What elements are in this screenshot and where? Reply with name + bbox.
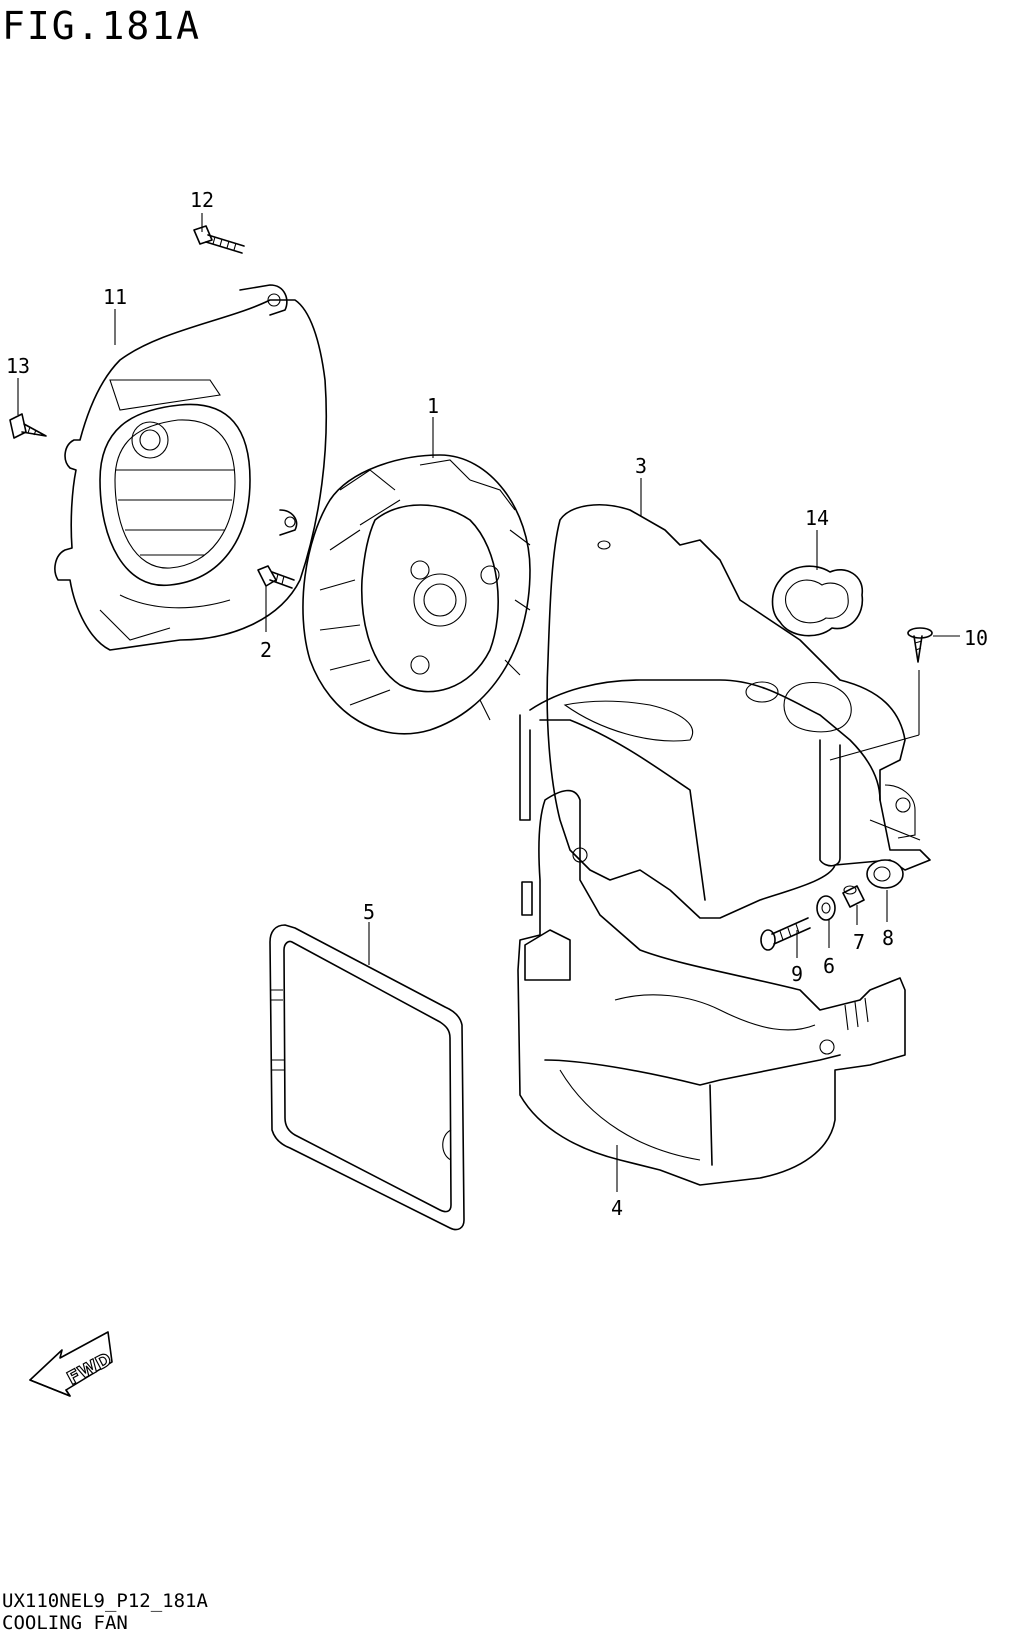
callout-6: 6 — [822, 954, 836, 978]
callout-14: 14 — [804, 506, 830, 530]
callout-13: 13 — [5, 354, 31, 378]
callout-1: 1 — [426, 394, 440, 418]
callout-12: 12 — [189, 188, 215, 212]
callout-11: 11 — [102, 285, 128, 309]
part-6-washer[interactable] — [816, 895, 836, 921]
part-4-lower-cover[interactable] — [517, 789, 906, 1186]
part-10-screw[interactable] — [907, 627, 933, 663]
figure-name: COOLING FAN — [2, 1612, 128, 1634]
callout-10: 10 — [963, 626, 989, 650]
part-2-bolt[interactable] — [257, 565, 295, 589]
part-1-cooling-fan[interactable] — [302, 454, 531, 735]
part-5-gasket[interactable] — [269, 924, 465, 1231]
callout-4: 4 — [610, 1196, 624, 1220]
part-13-screw[interactable] — [9, 413, 47, 439]
leader-lines — [17, 213, 960, 1192]
figure-code: UX110NEL9_P12_181A — [2, 1590, 208, 1612]
part-9-bolt[interactable] — [760, 917, 811, 951]
part-14-seal[interactable] — [771, 565, 864, 637]
part-3-upper-cover[interactable] — [519, 504, 931, 919]
figure-title: FIG.181A — [2, 4, 202, 48]
part-7-collar[interactable] — [842, 885, 865, 908]
callout-2: 2 — [259, 638, 273, 662]
callout-3: 3 — [634, 454, 648, 478]
part-8-grommet[interactable] — [866, 859, 904, 889]
callout-7: 7 — [852, 930, 866, 954]
callout-9: 9 — [790, 962, 804, 986]
callout-5: 5 — [362, 900, 376, 924]
callout-8: 8 — [881, 926, 895, 950]
fwd-arrow-icon: FWD — [29, 1331, 116, 1397]
part-11-fan-shroud[interactable] — [54, 284, 328, 651]
